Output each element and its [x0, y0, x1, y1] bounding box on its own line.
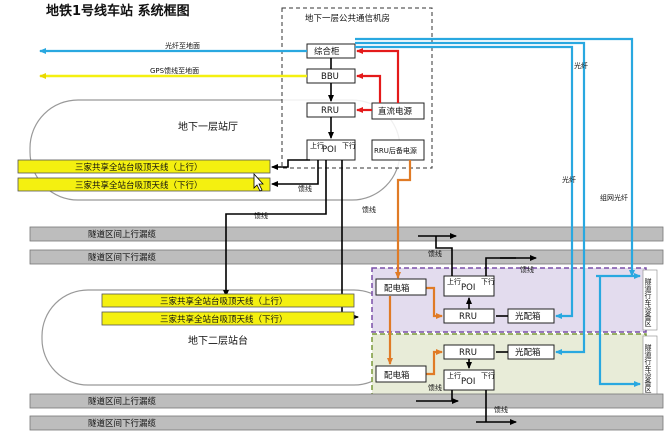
feeder-upper-poi-up	[435, 236, 453, 276]
feeder-b1-up	[271, 159, 310, 170]
cabinet-label: 综合柜	[314, 46, 340, 57]
feeder-label-lower-2: 馈线	[494, 405, 508, 414]
tunnel-up-band-2	[29, 393, 664, 409]
distribution-box-upper-label: 配电箱	[384, 283, 410, 294]
antenna-b1-down	[17, 177, 271, 192]
distribution-box-lower	[375, 365, 427, 383]
diagram-title: 地铁1号线车站 系统框图	[46, 3, 190, 19]
room-poi-label: POI	[322, 145, 336, 155]
tunnel-down-label-1: 隧道区间下行漏缆	[88, 252, 157, 263]
antenna-b2-down-label: 三家共享全站台吸顶天线（下行）	[160, 314, 288, 325]
antenna-b1-up-label: 三家共享全站台吸顶天线（上行）	[75, 162, 203, 173]
antenna-b2-up	[101, 293, 355, 308]
feeder-label-upper-2: 馈线	[520, 265, 534, 274]
distribution-box-lower-label: 配电箱	[384, 370, 410, 381]
rru-backup-power-box	[371, 139, 425, 161]
poi-lower-down-label: 下行	[481, 371, 495, 380]
fiber-to-ground-label: 光纤至地面	[165, 41, 200, 50]
poi-lower-label: POI	[461, 377, 475, 387]
feeder-label-b1: 馈线	[298, 184, 312, 193]
optical-box-lower-label: 光配箱	[515, 347, 541, 358]
feeder-label-lower-1: 馈线	[428, 383, 442, 392]
mouse-cursor-icon	[253, 172, 264, 192]
machine-room-label: 地下一层公共通信机房	[305, 13, 390, 24]
gps-to-ground-label: GPS馈线至地面	[150, 66, 199, 75]
rru-backup-power-label: RRU后备电源	[374, 146, 417, 155]
poi-upper-label: POI	[461, 283, 475, 293]
fiber-label-1: 光纤	[574, 61, 588, 70]
ring-fiber-lower-out	[598, 276, 641, 387]
tunnel-down-band-2	[29, 415, 664, 431]
tunnel-up-band-1	[29, 226, 664, 242]
hall-b2-label: 地下二层站台	[188, 334, 248, 347]
power-to-bbu	[356, 73, 382, 103]
poi-upper-up-label: 上行	[447, 277, 461, 286]
antenna-b1-down-label: 三家共享全站台吸顶天线（下行）	[75, 180, 203, 191]
lower-zone-label: 隧道行车设备区	[644, 343, 652, 393]
feeder-label-b2-down: 馈线	[362, 205, 376, 214]
fiber-to-upper-optical	[355, 45, 574, 319]
feeder-b1-down	[271, 160, 319, 187]
antenna-b1-up	[17, 159, 271, 174]
tunnel-up-label-2: 隧道区间上行漏缆	[88, 396, 157, 407]
hall-b1-label: 地下一层站厅	[178, 120, 238, 133]
poi-upper-box	[443, 275, 495, 297]
fiber-label-2: 光纤	[562, 175, 576, 184]
rru-upper-label: RRU	[459, 312, 477, 322]
distribution-lower-to-rru	[425, 349, 443, 376]
tunnel-down-label-2: 隧道区间下行漏缆	[88, 418, 157, 429]
feeder-b2-up	[223, 160, 327, 297]
ring-fiber-label: 组网光纤	[600, 193, 628, 202]
rru-label: RRU	[321, 106, 339, 116]
fiber-to-lower-optical	[355, 41, 586, 355]
distribution-box-upper	[375, 278, 427, 296]
power-to-cabinet	[356, 48, 400, 103]
backup-to-distribution-upper	[395, 160, 412, 279]
dc-power-label: 直流电源	[378, 106, 413, 117]
optical-box-upper-label: 光配箱	[515, 311, 541, 322]
tunnel-down-band-1	[29, 249, 664, 265]
distribution-upper-to-rru	[425, 286, 443, 319]
poi-lower-up-label: 上行	[447, 371, 461, 380]
room-poi-box	[306, 139, 356, 161]
rru-lower-label: RRU	[459, 348, 477, 358]
antenna-b2-down	[101, 311, 355, 326]
upper-zone-tag	[642, 269, 658, 331]
upper-zone-label: 隧道行车设备区	[644, 277, 652, 327]
poi-lower-box	[443, 369, 495, 391]
feeder-label-upper-1: 馈线	[428, 249, 442, 258]
feeder-label-b2-up: 馈线	[254, 211, 268, 220]
room-poi-up-label: 上行	[310, 141, 324, 150]
room-poi-down-label: 下行	[342, 141, 356, 150]
tunnel-up-label-1: 隧道区间上行漏缆	[88, 229, 157, 240]
ring-fiber-line	[355, 37, 635, 277]
bbu-label: BBU	[321, 72, 339, 82]
poi-upper-down-label: 下行	[481, 277, 495, 286]
antenna-b2-up-label: 三家共享全站台吸顶天线（上行）	[160, 296, 288, 307]
